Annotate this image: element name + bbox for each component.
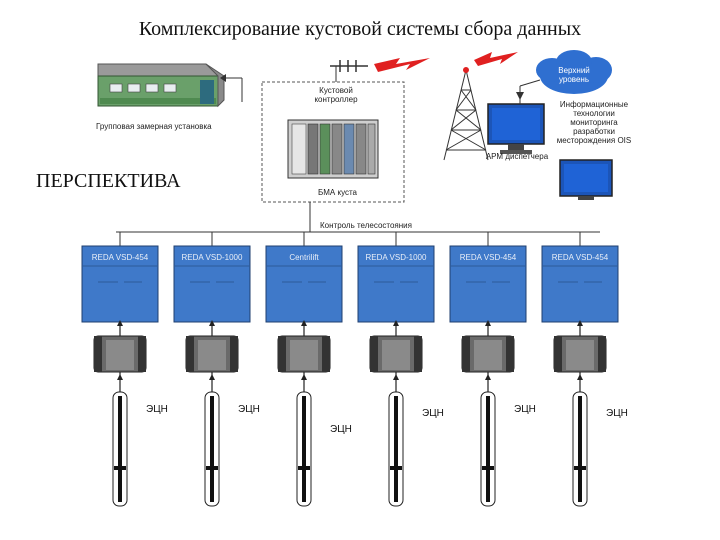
vsd-label: REDA VSD-454: [460, 253, 517, 262]
transformer-core: [106, 340, 134, 370]
transformer-side: [506, 336, 514, 372]
esp-string: [118, 396, 122, 502]
upper-level-cloud: [536, 50, 612, 94]
vsd-arrow-up: [485, 320, 491, 326]
esp-string: [302, 396, 306, 502]
esp-label: ЭЦН: [514, 404, 536, 415]
vsd-label: REDA VSD-454: [92, 253, 149, 262]
perspective-label: ПЕРСПЕКТИВА: [36, 170, 181, 192]
vsd-cabinet: [265, 245, 343, 323]
transformer-core: [290, 340, 318, 370]
vsd-cabinet: [357, 245, 435, 323]
esp-label: ЭЦН: [422, 408, 444, 419]
vsd-cabinet: [449, 245, 527, 323]
transformer-side: [370, 336, 378, 372]
transformer-side: [94, 336, 102, 372]
dispatcher-monitor: [487, 103, 545, 154]
vsd-label: REDA VSD-1000: [366, 253, 427, 262]
esp-packer: [482, 466, 494, 470]
arm-label: АРМ диспетчера: [485, 152, 549, 161]
esp-packer: [206, 466, 218, 470]
esp-string: [578, 396, 582, 502]
metering-label: Групповая замерная установка: [96, 122, 212, 131]
it-info-label: Информационные технологии мониторинга ра…: [556, 100, 632, 145]
esp-packer: [298, 466, 310, 470]
controller-rack: [287, 119, 379, 179]
vsd-arrow-up: [577, 320, 583, 326]
vsd-arrow-up: [209, 320, 215, 326]
transformer-core: [474, 340, 502, 370]
controller-label: Кустовой контроллер: [314, 86, 358, 104]
transformer-side: [278, 336, 286, 372]
transformer-core: [566, 340, 594, 370]
bma-label: БМА куста: [318, 188, 357, 197]
esp-packer: [574, 466, 586, 470]
transformer-side: [138, 336, 146, 372]
transformer-side: [598, 336, 606, 372]
vsd-arrow-up: [301, 320, 307, 326]
transformer-side: [414, 336, 422, 372]
transformer-side: [230, 336, 238, 372]
esp-string: [486, 396, 490, 502]
transformer-side: [186, 336, 194, 372]
vsd-label: REDA VSD-1000: [182, 253, 243, 262]
vsd-cabinet: [81, 245, 159, 323]
well-arrow-up: [577, 374, 583, 380]
well-arrow-up: [393, 374, 399, 380]
vsd-arrow-up: [393, 320, 399, 326]
esp-packer: [114, 466, 126, 470]
well-arrow-up: [209, 374, 215, 380]
transformer-side: [554, 336, 562, 372]
transformer-side: [322, 336, 330, 372]
vsd-cabinet: [541, 245, 619, 323]
radio-tower: [443, 69, 489, 161]
transformer-core: [198, 340, 226, 370]
esp-label: ЭЦН: [238, 404, 260, 415]
esp-label: ЭЦН: [606, 408, 628, 419]
esp-string: [210, 396, 214, 502]
telemetry-label: Контроль телесостояния: [320, 221, 412, 230]
radio-link-bolt-2: [474, 52, 518, 66]
transformer-core: [382, 340, 410, 370]
esp-label: ЭЦН: [330, 424, 352, 435]
esp-label: ЭЦН: [146, 404, 168, 415]
diagram-title: Комплексирование кустовой системы сбора …: [138, 18, 582, 40]
esp-string: [394, 396, 398, 502]
vsd-label: REDA VSD-454: [552, 253, 609, 262]
well-arrow-up: [485, 374, 491, 380]
controller-antenna: [330, 60, 368, 82]
radio-link-bolt: [374, 58, 430, 72]
tower-beacon: [463, 67, 469, 73]
esp-packer: [390, 466, 402, 470]
well-arrow-up: [117, 374, 123, 380]
controller-enclosure: [261, 81, 405, 203]
well-arrow-up: [301, 374, 307, 380]
ois-monitor: [559, 159, 613, 200]
upper-level-label: Верхний уровень: [558, 66, 590, 84]
metering-building: [97, 63, 225, 108]
vsd-cabinet: [173, 245, 251, 323]
transformer-side: [462, 336, 470, 372]
vsd-label: Centrilift: [289, 253, 319, 262]
vsd-arrow-up: [117, 320, 123, 326]
